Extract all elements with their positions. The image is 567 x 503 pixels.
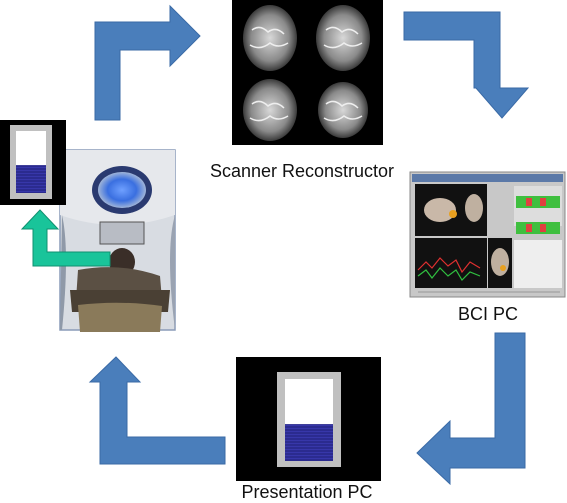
arrow-to-participant: [88, 356, 226, 465]
presentation-label: Presentation PC: [241, 482, 372, 502]
arrow-to-scanner: [94, 4, 201, 121]
feedback-arrow: [20, 209, 111, 267]
feedback-bar-inset: [16, 165, 46, 193]
scanner-reconstructor-panel: [232, 0, 383, 145]
feedback-display-inset: [0, 120, 66, 205]
arrow-to-bci: [403, 11, 530, 119]
arrow-to-presentation: [416, 332, 526, 486]
scanner-label: Scanner Reconstructor: [210, 161, 394, 181]
feedback-bar: [285, 424, 333, 461]
presentation-pc-display: [236, 357, 381, 481]
brain-slice-image: [243, 5, 370, 141]
bci-pc-screenshot: [409, 171, 566, 298]
participant-photo: [59, 149, 176, 332]
bci-label: BCI PC: [458, 304, 518, 324]
